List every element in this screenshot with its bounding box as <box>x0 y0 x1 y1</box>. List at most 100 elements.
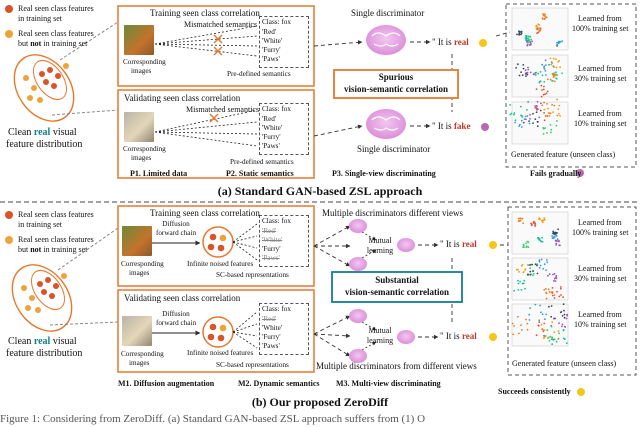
scatter-point <box>558 322 560 325</box>
scatter-point <box>560 286 562 288</box>
brain-icon <box>397 330 415 344</box>
scatter-point <box>540 311 542 314</box>
scatter-point <box>563 338 566 341</box>
scatter-point <box>532 270 535 272</box>
scatter-point <box>539 71 542 73</box>
mutual-label: Mutual <box>368 326 392 335</box>
generated-label: Generated feature (unseen class) <box>512 359 617 368</box>
scatter-point <box>536 107 538 110</box>
scatter-point <box>552 57 555 60</box>
scatter-point <box>546 90 549 93</box>
scatter-point <box>544 335 547 337</box>
scatter-point <box>532 272 535 275</box>
bottom-validation-box <box>117 289 315 373</box>
scatter-point <box>527 37 530 39</box>
scatter-point <box>529 44 532 46</box>
scatter-point <box>552 338 555 341</box>
scatter-point <box>556 290 558 293</box>
scatter-point <box>558 113 560 115</box>
scatter-point <box>518 33 520 36</box>
scatter-point <box>538 267 541 269</box>
scatter-point <box>525 318 527 321</box>
scatter-point <box>513 325 515 327</box>
problem-label: P3. Single-view discriminating <box>332 169 436 178</box>
scatter-point <box>547 107 549 110</box>
smile-icon <box>479 39 585 396</box>
scatter-point <box>559 287 562 290</box>
image-caption: images <box>129 359 150 367</box>
mismatch-label: Mismatched semantics <box>186 105 260 114</box>
scatter-point <box>534 74 537 76</box>
scatter-point <box>543 81 546 83</box>
scatter-point <box>520 33 522 36</box>
scatter-point <box>544 70 547 72</box>
scatter-point <box>552 76 555 78</box>
scatter-point <box>555 124 558 127</box>
scatter-point <box>527 246 530 249</box>
scatter-point <box>552 111 554 113</box>
scatter-point <box>534 105 536 107</box>
scatter-point <box>553 273 556 275</box>
scatter-point <box>514 119 517 122</box>
scatter-point <box>517 282 520 285</box>
scatter-point <box>520 32 523 34</box>
scatter-point <box>543 108 546 111</box>
scatter-point <box>541 236 544 239</box>
scatter-point <box>542 127 545 130</box>
fails-label: Fails gradually <box>530 169 582 178</box>
scatter-point <box>539 264 542 267</box>
scatter-thumbnail <box>511 101 569 145</box>
scatter-point <box>541 221 544 224</box>
scatter-point <box>553 294 556 296</box>
scatter-point <box>534 223 537 226</box>
class-semantics-box <box>259 103 309 155</box>
learned-label: Learned from <box>578 14 622 23</box>
scatter-point <box>543 68 546 70</box>
scatter-point <box>529 35 531 38</box>
scatter-point <box>526 43 529 46</box>
scatter-point <box>546 261 549 264</box>
scatter-point <box>524 118 527 121</box>
scatter-point <box>562 296 564 299</box>
fox-photo <box>124 25 154 55</box>
scatter-point <box>517 279 519 282</box>
scatter-point <box>550 338 553 341</box>
discriminator-label: Single discriminator <box>357 144 431 154</box>
scatter-point <box>537 121 539 123</box>
scatter-point <box>547 336 550 339</box>
scatter-point <box>548 305 550 308</box>
scatter-point <box>553 297 556 299</box>
scatter-point <box>549 124 552 126</box>
image-caption: Corresponding <box>121 350 164 358</box>
substantial-title: Substantial <box>375 275 419 285</box>
scatter-point <box>552 79 554 82</box>
scatter-point <box>520 114 522 117</box>
scatter-point <box>555 340 558 343</box>
scatter-point <box>529 71 532 74</box>
scatter-point <box>528 120 530 122</box>
scatter-point <box>542 18 544 20</box>
multi-disc-label: Multiple discriminators different views <box>322 208 464 218</box>
scatter-point <box>550 305 553 307</box>
scatter-point <box>542 93 545 96</box>
fox-photo <box>122 226 152 256</box>
scatter-point <box>536 264 538 267</box>
scatter-point <box>557 330 560 333</box>
scatter-point <box>539 28 542 31</box>
scatter-point <box>539 304 541 307</box>
legend-label: but not in training set <box>18 39 88 48</box>
scatter-point <box>522 121 525 124</box>
scatter-point <box>542 88 545 91</box>
scatter-point <box>526 328 529 331</box>
scatter-point <box>543 288 546 291</box>
scatter-point <box>561 325 563 328</box>
scatter-point <box>535 27 538 30</box>
scatter-point <box>529 113 531 116</box>
scatter-point <box>551 336 553 339</box>
scatter-point <box>520 30 523 33</box>
scatter-point <box>509 113 512 116</box>
scatter-point <box>519 219 522 222</box>
scatter-point <box>527 66 529 69</box>
